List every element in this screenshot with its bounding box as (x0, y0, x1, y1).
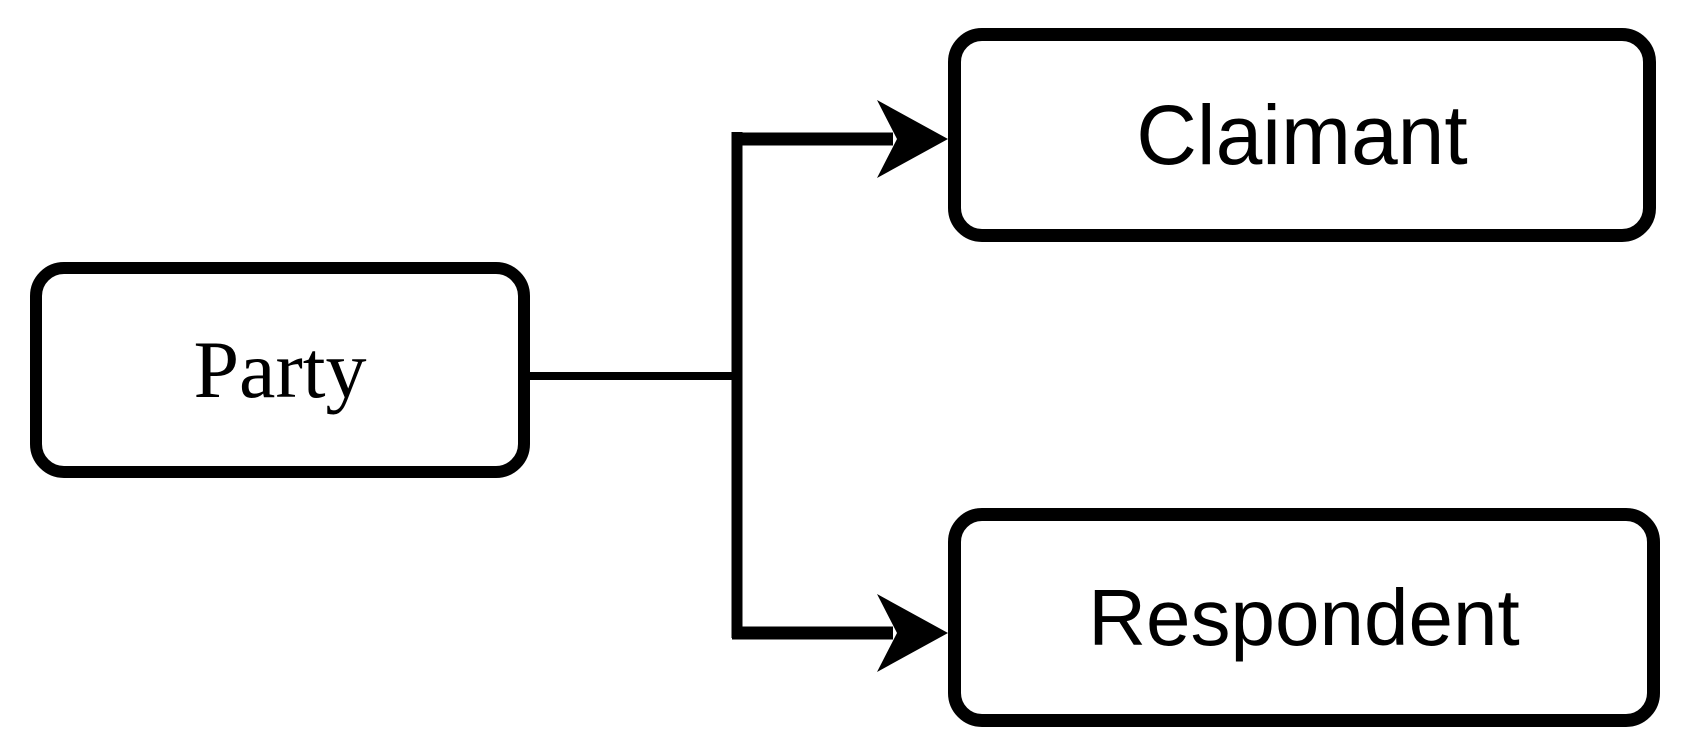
respondent-arrowhead-icon (877, 594, 948, 672)
node-respondent: Respondent (948, 508, 1660, 727)
node-claimant: Claimant (948, 28, 1656, 242)
node-claimant-label: Claimant (1136, 88, 1468, 182)
node-respondent-label: Respondent (1088, 572, 1520, 662)
node-party-label: Party (193, 324, 367, 415)
claimant-arrowhead-icon (877, 100, 948, 178)
node-party: Party (30, 262, 530, 478)
